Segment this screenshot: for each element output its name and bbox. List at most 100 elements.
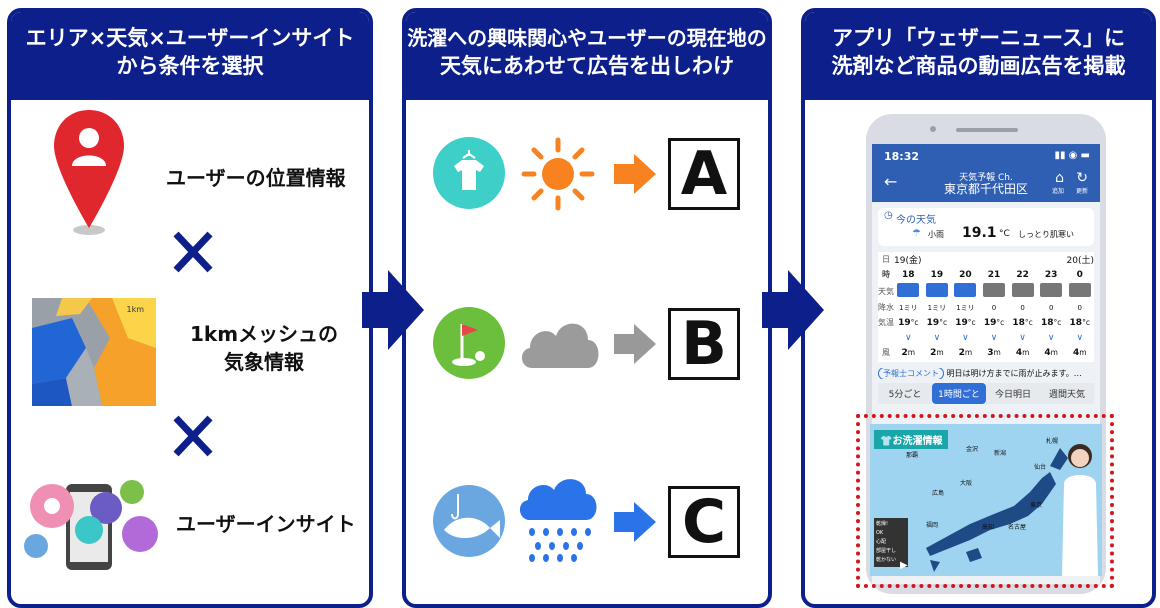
row-rain: 降水 1ミリ 1ミリ 1ミリ 0 0 0 0 — [878, 300, 1094, 315]
tab-hourly[interactable]: 1時間ごと — [932, 383, 986, 404]
ad-city-label: 仙台 — [1034, 464, 1047, 471]
hour-cell: 23 — [1044, 269, 1058, 280]
comment-text: 明日は明け方までに雨が止みます。… — [946, 369, 1082, 378]
cross-icon — [173, 231, 213, 273]
ad-title: 👕お洗濯情報 — [874, 430, 949, 449]
hour-cell: 0 — [1076, 269, 1083, 280]
wind-dir-icon: ∨ — [990, 332, 998, 343]
temp-cell: 18°c — [1040, 317, 1062, 328]
mesh-label-line1: 1kmメッシュの — [190, 322, 339, 346]
phone-speaker — [956, 128, 1018, 132]
rain-cell: 0 — [991, 303, 997, 312]
legend-item: 乾燥! — [876, 521, 889, 527]
panel-title-line1: 洗濯への興味関心やユーザーの現在地の — [407, 26, 767, 50]
ad-city-label: 広島 — [932, 490, 945, 497]
clock-icon: ◷ — [884, 210, 893, 221]
current-weather-card: ◷ 今の天気 ☂ 小雨 19.1 °C しっとり肌寒い — [878, 208, 1094, 246]
row-label: 降水 — [878, 303, 894, 312]
row-weather: 天気 — [878, 282, 1094, 300]
wind-dir-icon: ∨ — [1019, 332, 1026, 343]
wind-dir-icon: ∨ — [904, 332, 912, 343]
wind-dir-icon: ∨ — [1076, 332, 1084, 343]
ad-city-label: 札幌 — [1046, 438, 1059, 445]
panel-title-line2: 天気にあわせて広告を出しわけ — [440, 54, 734, 78]
tab-5min[interactable]: 5分ごと — [878, 383, 932, 404]
ad-legend: 乾燥! OK 心配 部屋干し 乾かない — [874, 518, 908, 567]
mesh-label-line2: 気象情報 — [224, 350, 305, 374]
row-label: 日 — [882, 255, 890, 264]
sun-icon — [521, 137, 595, 211]
rain-cloud-icon — [951, 282, 980, 300]
hour-cell: 18 — [902, 269, 915, 280]
ad-city-label: 金沢 — [966, 446, 979, 453]
channel-name: 天気予報 Ch. — [959, 173, 1013, 183]
mesh-map-icon: 1km — [32, 298, 156, 406]
day1-label: 19(金) — [894, 256, 922, 266]
panel-header: アプリ「ウェザーニュース」に 洗剤など商品の動画広告を掲載 — [805, 12, 1152, 100]
shirt-icon: 👕 — [880, 436, 893, 447]
ad-city-label: 大阪 — [960, 480, 973, 487]
ad-timecode: 10:00 — [1075, 562, 1096, 570]
arrow-right-icon — [614, 324, 656, 364]
now-temp: 19.1 — [962, 225, 997, 241]
tab-today-tomorrow[interactable]: 今日明日 — [986, 383, 1040, 404]
app-header: 18:32 ▮▮ ◉ ▬ ← 天気予報 Ch. 東京都千代田区 ⌂ 追加 ↻ 更… — [872, 144, 1100, 202]
phone-screen: 18:32 ▮▮ ◉ ▬ ← 天気予報 Ch. 東京都千代田区 ⌂ 追加 ↻ 更… — [872, 144, 1100, 584]
hour-cell: 21 — [987, 269, 1001, 280]
panel-header: エリア×天気×ユーザーインサイト から条件を選択 — [11, 12, 369, 100]
wind-dir-icon: ∨ — [1047, 332, 1055, 343]
video-ad[interactable]: 👕お洗濯情報 札幌 金沢 新潟 仙台 那覇 大阪 広島 福岡 高知 名古屋 東京… — [870, 424, 1102, 576]
row-label: 天気 — [878, 286, 894, 296]
rain-icon — [519, 479, 597, 562]
flow-arrow-icon — [362, 270, 424, 350]
status-signal-icon: ▮▮ ◉ ▬ — [1054, 150, 1090, 161]
arrow-right-icon — [614, 154, 656, 194]
home-icon[interactable]: ⌂ — [1055, 170, 1064, 186]
presenter-avatar — [1062, 444, 1098, 576]
ad-city-label: 福岡 — [926, 522, 939, 529]
refresh-icon[interactable]: ↻ — [1076, 170, 1088, 186]
rain-cloud-icon — [923, 282, 952, 300]
rain-cell: 0 — [1077, 303, 1082, 312]
location-label: ユーザーの位置情報 — [166, 166, 346, 190]
forecast-tabs: 5分ごと 1時間ごと 今日明日 週間天気 — [878, 383, 1094, 404]
ad-city-label: 高知 — [982, 524, 995, 531]
arrow-right-icon — [614, 502, 656, 542]
insight-label: ユーザーインサイト — [176, 512, 356, 536]
wind-cell: 4m — [1044, 347, 1058, 358]
row-wind-dir: ∨∨∨∨∨∨∨ — [878, 330, 1094, 345]
status-time: 18:32 — [884, 150, 920, 163]
rain-cell: 0 — [1048, 303, 1054, 312]
wind-cell: 3m — [987, 347, 1001, 358]
ad-box-c: C — [668, 486, 740, 558]
ad-highlight-frame — [856, 414, 1114, 588]
forecaster-comment[interactable]: 予報士コメント 明日は明け方までに雨が止みます。… — [878, 368, 1094, 379]
wind-cell: 2m — [958, 347, 973, 358]
japan-map-icon — [926, 448, 1068, 572]
cloud-icon — [521, 323, 599, 368]
laundry-shirt-icon — [433, 137, 505, 209]
wind-cell: 2m — [930, 347, 944, 358]
panel-title-line2: から条件を選択 — [116, 54, 264, 78]
home-label: 追加 — [1051, 188, 1064, 195]
tab-weekly[interactable]: 週間天気 — [1040, 383, 1094, 404]
now-temp-unit: °C — [999, 229, 1010, 239]
temp-cell: 18°c — [1012, 317, 1033, 328]
panel-title-line1: エリア×天気×ユーザーインサイト — [25, 26, 355, 50]
mesh-label: 1kmメッシュの 気象情報 — [190, 320, 338, 376]
cloud-icon — [1065, 282, 1094, 300]
rain-cell: 1ミリ — [899, 303, 918, 312]
ad-box-a: A — [668, 138, 740, 210]
back-icon[interactable]: ← — [884, 172, 898, 191]
legend-item: OK — [876, 530, 884, 536]
rain-cell: 1ミリ — [927, 303, 947, 312]
rain-cloud-icon — [894, 282, 923, 300]
hour-cell: 20 — [959, 269, 972, 280]
day2-label: 20(土) — [1066, 256, 1094, 266]
panel-title-line2: 洗剤など商品の動画広告を掲載 — [831, 54, 1126, 78]
phone-camera — [930, 126, 936, 132]
temp-cell: 19°c — [926, 317, 948, 328]
play-icon[interactable]: ▶ — [900, 560, 908, 571]
user-insight-icon — [24, 480, 158, 570]
row-wind: 風 2m 2m 2m 3m 4m 4m 4m — [878, 345, 1094, 360]
